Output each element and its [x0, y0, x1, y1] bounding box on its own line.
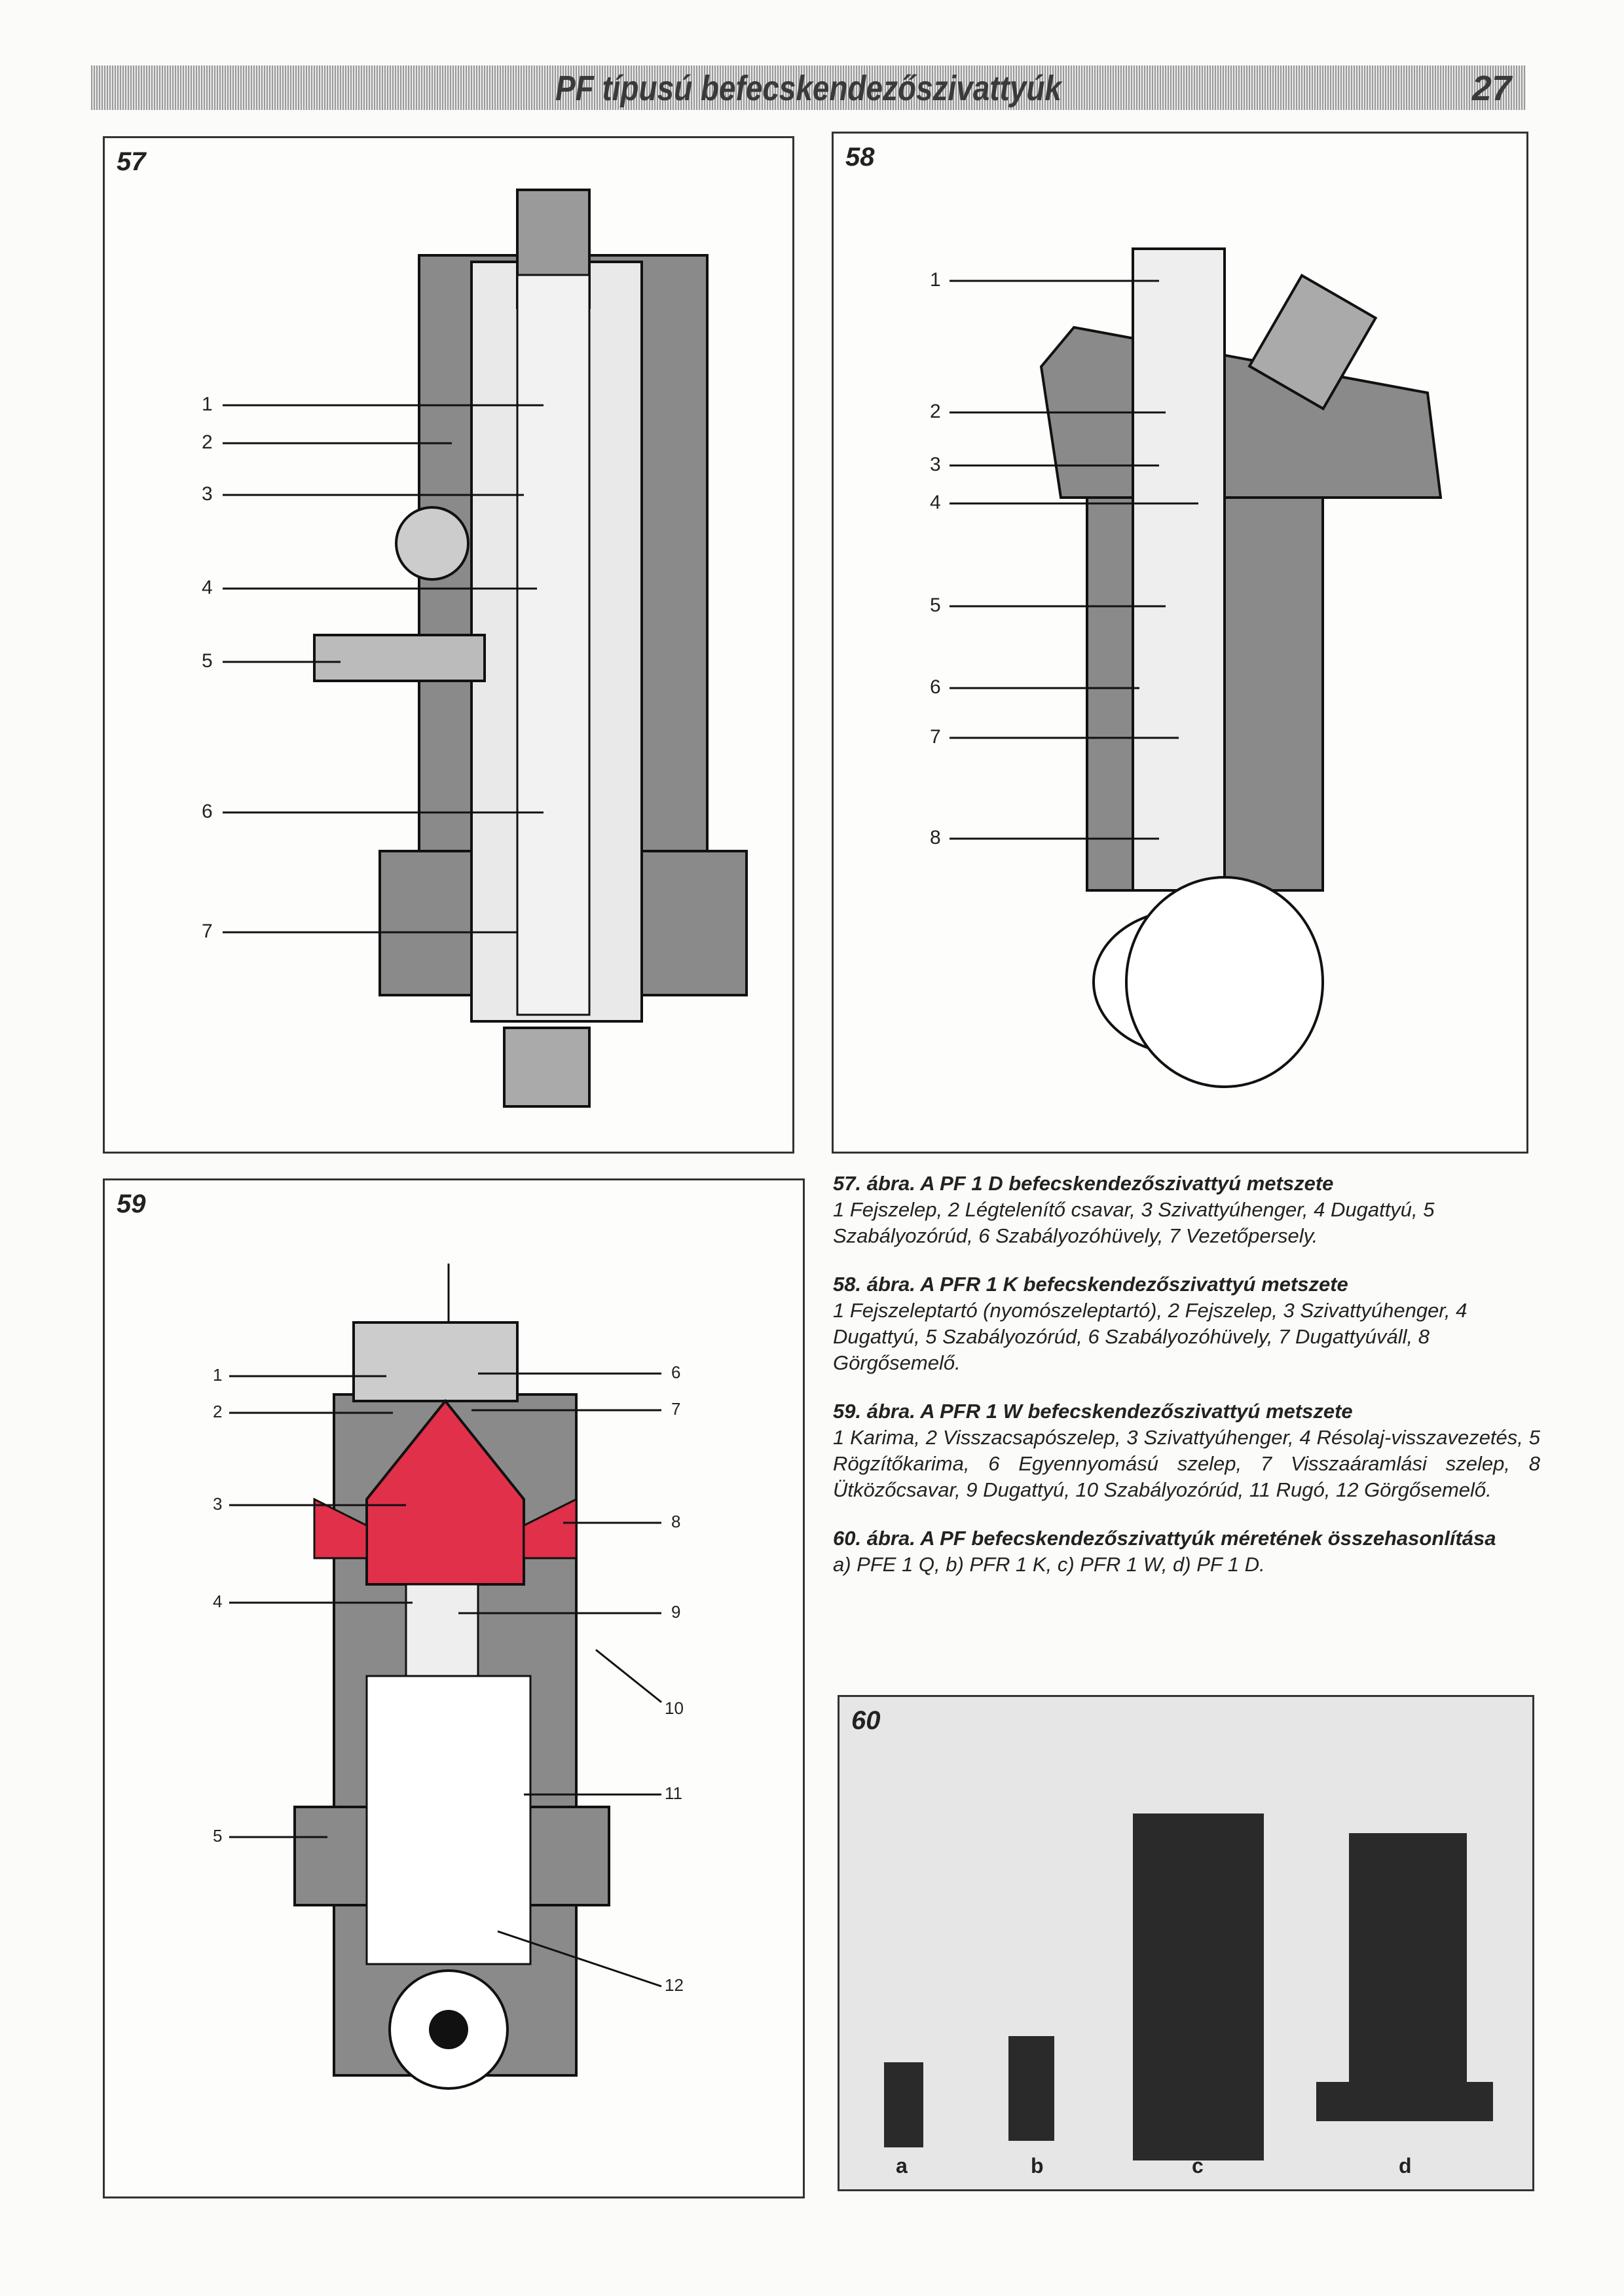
callout-4: 4	[213, 1592, 223, 1611]
callout-3: 3	[202, 483, 213, 505]
fig59-leader-lines	[229, 1372, 662, 1988]
callout-1: 1	[202, 393, 213, 415]
callout-5: 5	[930, 594, 941, 616]
callout-7: 7	[930, 726, 941, 748]
chapter-header-band: PF típusú befecskendezőszivattyúk 27	[91, 65, 1526, 110]
caption-body: a) PFE 1 Q, b) PFR 1 K, c) PFR 1 W, d) P…	[833, 1553, 1265, 1576]
fig57-leader-lines	[223, 404, 544, 934]
caption-title: 60. ábra. A PF befecskendezőszivattyúk m…	[833, 1527, 1496, 1550]
callout-8: 8	[930, 827, 941, 848]
callout-1: 1	[930, 269, 941, 291]
callout-3: 3	[930, 454, 941, 475]
callout-11: 11	[665, 1783, 682, 1803]
photo-label-b: b	[1031, 2154, 1044, 2178]
photo-label-a: a	[896, 2154, 908, 2178]
callout-6: 6	[930, 676, 941, 698]
caption-title: 57. ábra. A PF 1 D befecskendezőszivatty…	[833, 1172, 1334, 1195]
chapter-title: PF típusú befecskendezőszivattyúk	[555, 69, 1061, 108]
caption-60: 60. ábra. A PF befecskendezőszivattyúk m…	[833, 1525, 1540, 1578]
page-number: 27	[1471, 69, 1511, 108]
callout-4: 4	[930, 492, 941, 513]
photo-label-c: c	[1192, 2154, 1204, 2178]
figure-number: 57	[117, 147, 146, 176]
callout-8: 8	[671, 1512, 681, 1531]
callout-3: 3	[213, 1494, 223, 1514]
callout-9: 9	[671, 1602, 681, 1622]
callout-10: 10	[665, 1698, 684, 1718]
callout-1: 1	[213, 1365, 223, 1385]
caption-body: 1 Fejszelep, 2 Légtelenítő csavar, 3 Szi…	[833, 1198, 1435, 1247]
callout-2: 2	[213, 1402, 223, 1421]
callout-5: 5	[213, 1826, 223, 1846]
figure-number: 59	[117, 1190, 146, 1218]
callout-4: 4	[202, 577, 213, 598]
callout-6: 6	[202, 801, 213, 822]
caption-body: 1 Karima, 2 Visszacsapószelep, 3 Szivatt…	[833, 1426, 1540, 1501]
pfr1k-cross-section-drawing	[1039, 247, 1443, 1088]
callout-12: 12	[665, 1975, 684, 1995]
caption-title: 59. ábra. A PFR 1 W befecskendezőszivatt…	[833, 1400, 1353, 1423]
figure-number: 60	[851, 1706, 881, 1735]
caption-title: 58. ábra. A PFR 1 K befecskendezőszivatt…	[833, 1273, 1348, 1296]
caption-57: 57. ábra. A PF 1 D befecskendezőszivatty…	[833, 1171, 1540, 1249]
caption-body: 1 Fejszeleptartó (nyomószeleptartó), 2 F…	[833, 1299, 1467, 1374]
caption-58: 58. ábra. A PFR 1 K befecskendezőszivatt…	[833, 1271, 1540, 1376]
caption-59: 59. ábra. A PFR 1 W befecskendezőszivatt…	[833, 1398, 1540, 1503]
figure-captions: 57. ábra. A PF 1 D befecskendezőszivatty…	[833, 1171, 1540, 1600]
pfr1w-cross-section-drawing	[293, 1264, 610, 2090]
callout-5: 5	[202, 650, 213, 672]
fig58-leader-lines	[950, 280, 1198, 840]
pf1d-cross-section-drawing	[313, 189, 748, 1108]
callout-7: 7	[671, 1399, 681, 1419]
callout-7: 7	[202, 920, 213, 942]
callout-6: 6	[671, 1362, 681, 1382]
pump-photo-silhouettes	[884, 1813, 1493, 2160]
callout-2: 2	[930, 401, 941, 422]
figure-number: 58	[845, 143, 875, 172]
photo-label-d: d	[1399, 2154, 1412, 2178]
callout-2: 2	[202, 431, 213, 453]
